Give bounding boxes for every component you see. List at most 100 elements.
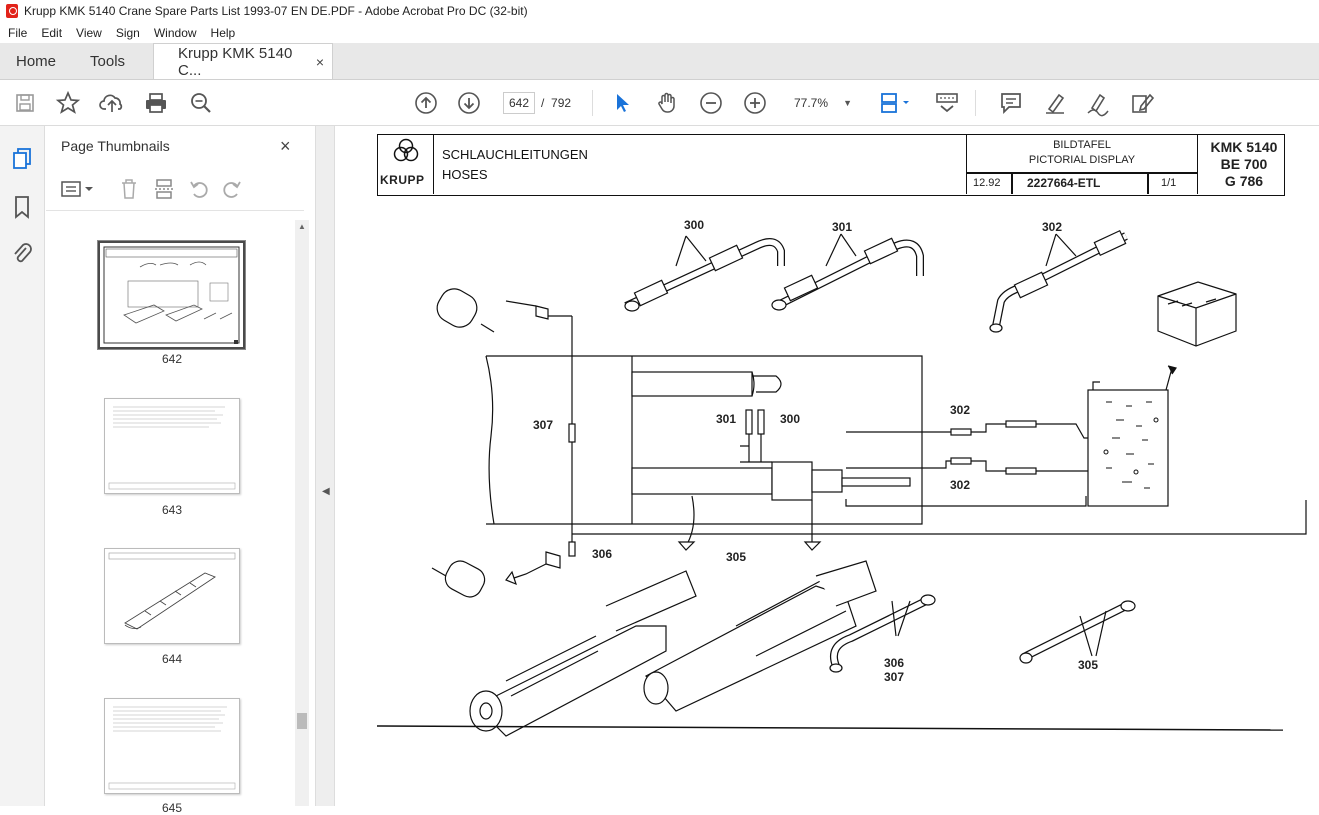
menu-file[interactable]: File	[8, 25, 28, 40]
callout-307: 307	[533, 418, 554, 432]
menu-window[interactable]: Window	[153, 25, 197, 40]
thumbnail-preview	[108, 706, 236, 790]
callout-300-detail: 300	[780, 412, 801, 426]
document-viewer: KRUPP SCHLAUCHLEITUNGEN HOSES BILDTAFEL …	[336, 126, 1319, 806]
draw-sign-icon[interactable]	[1086, 90, 1112, 117]
callout-301-detail: 301	[716, 412, 737, 426]
callout-302-lower: 302	[950, 478, 971, 492]
thumbnail-options-icon[interactable]	[60, 178, 96, 205]
thumbnail-page-644[interactable]	[104, 548, 240, 644]
pictorial-display-block: BILDTAFEL PICTORIAL DISPLAY 12.92 222766…	[966, 135, 1198, 194]
thumbnail-tools	[58, 176, 298, 202]
rotate-clockwise-icon[interactable]	[221, 177, 243, 206]
drawing-number: 2227664-ETL	[1027, 176, 1101, 190]
title-german: SCHLAUCHLEITUNGEN	[442, 147, 588, 162]
zoom-in-icon[interactable]	[742, 90, 768, 116]
callout-305-part: 305	[1078, 658, 1099, 672]
next-page-icon[interactable]	[456, 90, 482, 116]
zoom-out-icon[interactable]	[698, 90, 724, 116]
callout-301: 301	[832, 220, 853, 234]
menu-sign[interactable]: Sign	[115, 25, 140, 40]
select-cursor-icon[interactable]	[610, 90, 636, 116]
menu-view[interactable]: View	[76, 25, 102, 40]
panel-divider	[46, 210, 304, 211]
tab-document[interactable]: Krupp KMK 5140 C... ×	[153, 43, 334, 79]
display-english: PICTORIAL DISPLAY	[1028, 154, 1136, 166]
thumbnail-preview	[108, 406, 236, 490]
thumbnail-preview	[108, 552, 236, 630]
thumbnail-label: 644	[161, 652, 183, 666]
comment-icon[interactable]	[998, 90, 1024, 116]
previous-page-icon[interactable]	[413, 90, 439, 116]
title-bar: Krupp KMK 5140 Crane Spare Parts List 19…	[0, 0, 1319, 22]
thumbnail-page-642[interactable]	[98, 241, 245, 349]
thumbnail-page-643[interactable]	[104, 398, 240, 494]
tab-home[interactable]: Home	[16, 52, 57, 70]
thumbnail-preview	[103, 246, 240, 344]
page-thumbnails-icon[interactable]	[10, 146, 34, 170]
tab-document-label: Krupp KMK 5140 C...	[178, 44, 293, 79]
model-variant: BE 700	[1220, 156, 1268, 172]
logo-text: KRUPP	[380, 173, 425, 187]
chevron-down-icon: ▼	[843, 98, 852, 108]
callout-300: 300	[684, 218, 705, 232]
callout-302-upper: 302	[950, 403, 971, 417]
tab-bar: Home Tools Krupp KMK 5140 C... ×	[0, 43, 1319, 80]
toolbar-divider	[592, 90, 593, 116]
callout-307-part: 307	[884, 670, 905, 684]
model-name: KMK 5140	[1210, 139, 1278, 155]
thumbnail-label: 643	[161, 503, 183, 517]
rotate-counterclockwise-icon[interactable]	[188, 177, 210, 206]
save-icon[interactable]	[12, 90, 38, 116]
edit-pdf-icon[interactable]	[1130, 90, 1156, 116]
thumbnail-label: 642	[161, 352, 183, 366]
callout-305: 305	[726, 550, 747, 564]
highlight-pen-icon[interactable]	[1042, 90, 1068, 116]
hand-tool-icon[interactable]	[654, 90, 680, 116]
print-icon[interactable]	[143, 90, 169, 116]
zoom-level-value: 77.7%	[794, 96, 829, 110]
scrolling-mode-icon[interactable]	[934, 90, 960, 116]
close-panel-icon[interactable]: ×	[280, 136, 291, 156]
menu-edit[interactable]: Edit	[41, 25, 63, 40]
attachment-icon[interactable]	[10, 240, 34, 264]
delete-page-icon[interactable]	[118, 177, 140, 206]
panel-title: Page Thumbnails	[61, 138, 170, 154]
krupp-logo: KRUPP	[378, 135, 434, 194]
bookmark-icon[interactable]	[10, 194, 34, 219]
upload-cloud-icon[interactable]	[99, 90, 125, 116]
panel-collapse-bar[interactable]: ◀	[316, 126, 335, 806]
tab-tools[interactable]: Tools	[90, 52, 126, 70]
divider	[967, 172, 1197, 174]
sheet-number: 1/1	[1161, 177, 1177, 189]
toolbar	[0, 80, 1319, 126]
model-block: KMK 5140 BE 700 G 786	[1204, 139, 1284, 190]
bookmark-star-icon[interactable]	[55, 90, 81, 116]
scrollbar-thumb[interactable]	[297, 713, 307, 729]
page-number-input[interactable]: 642	[503, 92, 535, 114]
zoom-search-icon[interactable]	[188, 90, 214, 116]
model-code: G 786	[1224, 173, 1264, 189]
display-german: BILDTAFEL	[1053, 139, 1111, 151]
divider	[1147, 173, 1149, 194]
scroll-up-icon[interactable]: ▲	[298, 222, 306, 231]
extract-page-icon[interactable]	[153, 177, 175, 206]
acrobat-logo-icon	[6, 4, 18, 18]
thumbnail-page-645[interactable]	[104, 698, 240, 794]
thumbnail-scrollbar[interactable]: ▲	[295, 220, 309, 806]
drawing-title-block: KRUPP SCHLAUCHLEITUNGEN HOSES BILDTAFEL …	[377, 134, 1285, 196]
close-tab-icon[interactable]: ×	[315, 53, 325, 70]
page-display-icon[interactable]	[877, 90, 913, 116]
menu-help[interactable]: Help	[210, 25, 236, 40]
title-english: HOSES	[442, 167, 488, 182]
drawing-date: 12.92	[973, 177, 1001, 189]
page-count: / 792	[541, 96, 572, 110]
callout-302: 302	[1042, 220, 1063, 234]
divider	[1011, 173, 1013, 194]
window-title: Krupp KMK 5140 Crane Spare Parts List 19…	[24, 4, 528, 18]
collapse-arrow-icon[interactable]: ◀	[322, 486, 330, 497]
krupp-rings-icon	[393, 138, 419, 162]
navigation-rail	[0, 126, 45, 806]
zoom-level-dropdown[interactable]: 77.7% ▼	[788, 92, 858, 114]
